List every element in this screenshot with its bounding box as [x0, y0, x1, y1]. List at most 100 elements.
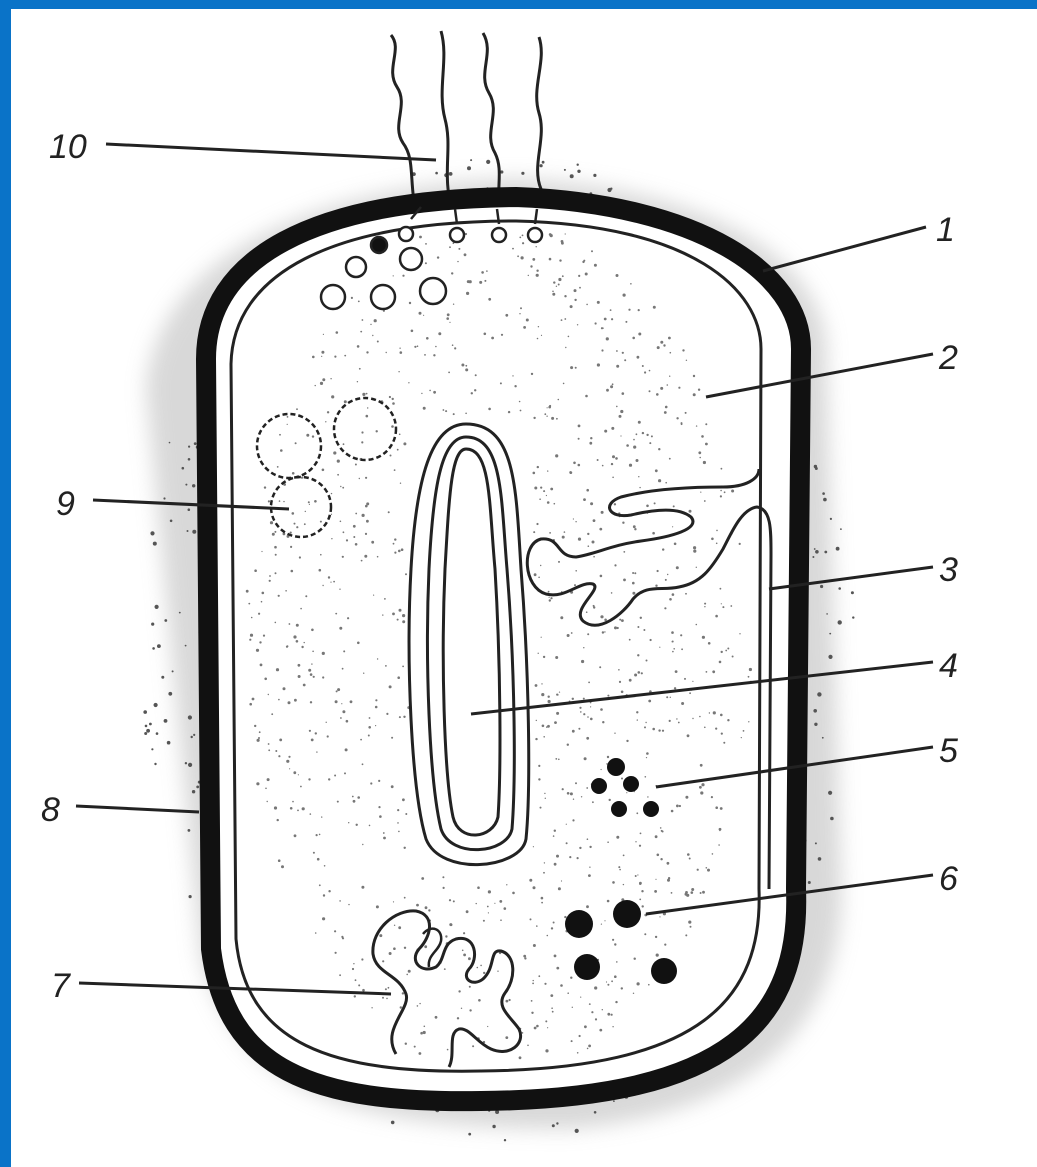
cytoplasm-stipple: [630, 283, 632, 285]
cytoplasm-stipple: [283, 687, 286, 690]
capsule-stipple: [552, 1124, 555, 1127]
cytoplasm-stipple: [616, 350, 618, 352]
cytoplasm-stipple: [483, 920, 485, 922]
cytoplasm-stipple: [540, 487, 542, 489]
cytoplasm-stipple: [301, 477, 303, 479]
cytoplasm-stipple: [278, 595, 280, 597]
cytoplasm-stipple: [727, 719, 729, 721]
cytoplasm-stipple: [696, 567, 697, 568]
cytoplasm-stipple: [322, 378, 325, 381]
capsule-stipple: [838, 620, 842, 624]
cytoplasm-stipple: [311, 663, 312, 664]
cytoplasm-stipple: [604, 631, 605, 632]
cytoplasm-stipple: [616, 274, 619, 277]
label-8: 8: [41, 791, 60, 829]
cytoplasm-stipple: [268, 694, 269, 695]
cytoplasm-stipple: [371, 541, 374, 544]
cytoplasm-stipple: [321, 356, 322, 357]
cytoplasm-stipple: [355, 513, 357, 515]
cytoplasm-stipple: [584, 1025, 587, 1028]
cytoplasm-stipple: [611, 463, 613, 465]
cytoplasm-stipple: [665, 579, 667, 581]
cytoplasm-stipple: [583, 647, 584, 648]
cytoplasm-stipple: [633, 446, 636, 449]
capsule-stipple: [838, 587, 841, 590]
cytoplasm-stipple: [337, 460, 340, 463]
cytoplasm-stipple: [730, 605, 732, 607]
capsule-stipple: [610, 188, 612, 190]
cytoplasm-stipple: [687, 853, 690, 856]
cytoplasm-stipple: [712, 853, 714, 855]
cytoplasm-stipple: [377, 341, 379, 343]
cytoplasm-stipple: [394, 469, 396, 471]
cytoplasm-stipple: [250, 634, 253, 637]
cytoplasm-stipple: [362, 989, 365, 992]
cytoplasm-stipple: [319, 834, 321, 836]
cytoplasm-stipple: [533, 944, 536, 947]
capsule-stipple: [151, 748, 153, 750]
cytoplasm-stipple: [280, 449, 283, 452]
cytoplasm-stipple: [471, 392, 473, 394]
cytoplasm-stipple: [367, 407, 368, 408]
cytoplasm-stipple: [589, 846, 591, 848]
cytoplasm-stipple: [586, 737, 589, 740]
cytoplasm-stipple: [712, 670, 715, 673]
cytoplasm-stipple: [578, 425, 581, 428]
capsule-stipple: [185, 762, 187, 764]
capsule-stipple: [820, 585, 823, 588]
capsule-stipple: [822, 737, 824, 739]
cytoplasm-stipple: [402, 798, 405, 801]
capsule-stipple: [143, 710, 147, 714]
cytoplasm-stipple: [621, 691, 624, 694]
cytoplasm-stipple: [599, 1029, 602, 1032]
bacterial-cell-diagram: 10 1 2 3 4 5 6 7 8 9: [11, 9, 1037, 1167]
cytoplasm-stipple: [308, 778, 310, 780]
cytoplasm-stipple: [267, 801, 268, 802]
cytoplasm-stipple: [528, 275, 529, 276]
cytoplasm-stipple: [370, 782, 372, 784]
capsule-stipple: [167, 741, 171, 745]
cytoplasm-stipple: [623, 294, 626, 297]
cytoplasm-stipple: [697, 869, 699, 871]
cytoplasm-stipple: [517, 255, 519, 257]
cytoplasm-stipple: [623, 855, 625, 857]
cytoplasm-stipple: [552, 293, 555, 296]
cytoplasm-stipple: [295, 442, 297, 444]
cytoplasm-stipple: [360, 331, 362, 333]
cytoplasm-stipple: [638, 671, 641, 674]
cytoplasm-stipple: [669, 458, 671, 460]
cytoplasm-stipple: [577, 857, 579, 859]
cytoplasm-stipple: [602, 631, 604, 633]
cytoplasm-stipple: [366, 502, 369, 505]
cytoplasm-stipple: [626, 792, 627, 793]
cytoplasm-stipple: [274, 806, 277, 809]
cytoplasm-stipple: [667, 862, 670, 865]
cytoplasm-stipple: [465, 365, 467, 367]
cytoplasm-stipple: [256, 782, 259, 785]
cytoplasm-stipple: [601, 769, 602, 770]
cytoplasm-stipple: [638, 309, 640, 311]
cytoplasm-stipple: [679, 805, 681, 807]
cytoplasm-stipple: [579, 287, 581, 289]
cytoplasm-stipple: [672, 593, 675, 596]
cytoplasm-stipple: [646, 752, 649, 755]
cytoplasm-stipple: [497, 971, 498, 972]
cytoplasm-stipple: [408, 970, 411, 973]
cytoplasm-stipple: [344, 772, 346, 774]
cytoplasm-stipple: [298, 774, 299, 775]
cytoplasm-stipple: [294, 523, 296, 525]
cytoplasm-stipple: [334, 356, 336, 358]
cytoplasm-stipple: [626, 444, 629, 447]
cytoplasm-stipple: [522, 242, 524, 244]
cytoplasm-stipple: [423, 407, 426, 410]
cytoplasm-stipple: [398, 831, 400, 833]
label-10: 10: [49, 128, 87, 166]
label-7: 7: [51, 967, 71, 1005]
cytoplasm-stipple: [534, 487, 537, 490]
cytoplasm-stipple: [716, 543, 718, 545]
cytoplasm-stipple: [499, 900, 502, 903]
cytoplasm-stipple: [652, 728, 655, 731]
cytoplasm-stipple: [321, 816, 322, 817]
cytoplasm-stipple: [405, 813, 407, 815]
cytoplasm-stipple: [538, 778, 540, 780]
